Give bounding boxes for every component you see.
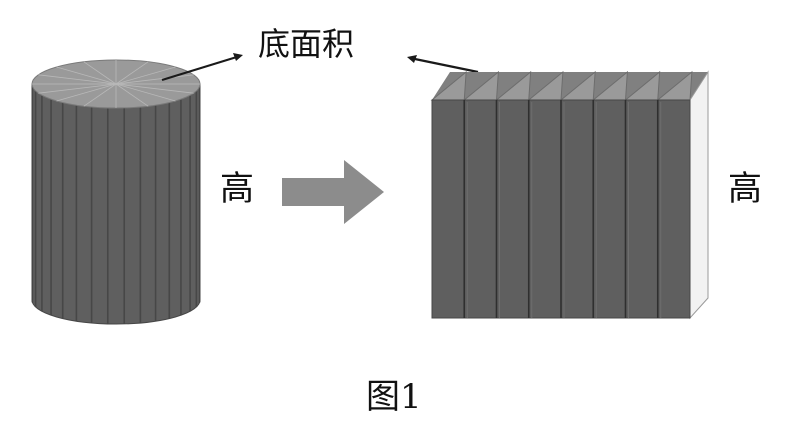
base-area-label: 底面积 <box>258 25 355 63</box>
pointer-arrowhead-left <box>233 53 243 61</box>
cylinder-spoke <box>56 66 117 85</box>
cylinder-spoke <box>38 83 117 94</box>
height-label-right: 高 <box>728 169 762 209</box>
cuboid-divider-lines <box>463 100 662 318</box>
cylinder-spoke <box>115 61 149 85</box>
pointer-arrowhead-right <box>407 55 417 63</box>
figure-caption: 图1 <box>366 377 422 417</box>
cylinder-spoke <box>115 66 176 85</box>
cuboid-base-face-wedges <box>430 70 708 101</box>
cuboid <box>430 70 709 320</box>
cylinder <box>31 59 201 325</box>
cylinder-slice-lines <box>31 86 201 324</box>
cuboid-side-face <box>689 70 709 320</box>
cylinder-base-spokes <box>32 60 200 108</box>
pointer-line-left <box>161 54 241 82</box>
cylinder-spoke <box>38 74 117 85</box>
cylinder-spoke <box>83 83 117 107</box>
cylinder-spoke <box>56 83 117 102</box>
height-label-left: 高 <box>220 169 254 209</box>
cylinder-body <box>31 83 201 325</box>
transform-arrow <box>282 160 384 224</box>
cylinder-spoke <box>115 74 194 85</box>
cylinder-spoke <box>115 83 149 107</box>
cylinder-spoke <box>83 61 117 85</box>
cylinder-spoke <box>115 83 176 102</box>
pointer-line-right <box>409 56 479 74</box>
cylinder-spoke <box>115 83 194 94</box>
